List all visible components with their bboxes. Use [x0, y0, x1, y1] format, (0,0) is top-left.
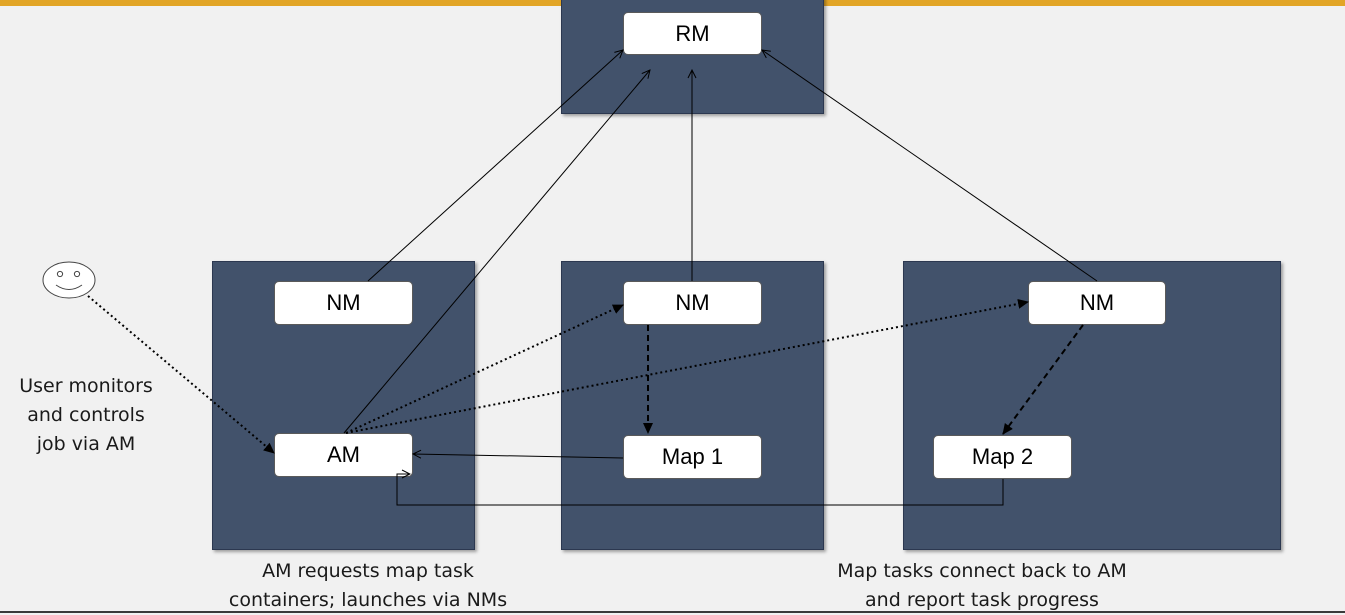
map-tasks-caption: Map tasks connect back to AM and report …: [812, 557, 1152, 615]
nm-box-1: NM: [274, 281, 413, 325]
nm-box-3: NM: [1028, 281, 1166, 325]
user-caption-line-3: job via AM: [36, 433, 136, 455]
map1-box: Map 1: [623, 435, 762, 479]
user-caption-line-1: User monitors: [19, 375, 153, 397]
map-tasks-caption-line-2: and report task progress: [865, 589, 1099, 611]
smiley-face-icon: [42, 261, 96, 299]
user-caption-line-2: and controls: [27, 404, 145, 426]
user-caption: User monitors and controls job via AM: [6, 372, 166, 459]
am-requests-caption-line-1: AM requests map task: [262, 560, 474, 582]
am-box: AM: [274, 433, 413, 477]
map2-box: Map 2: [933, 435, 1072, 479]
map-tasks-caption-line-1: Map tasks connect back to AM: [837, 560, 1127, 582]
nm-box-2: NM: [623, 281, 762, 325]
rm-box: RM: [623, 12, 762, 55]
am-requests-caption: AM requests map task containers; launche…: [208, 557, 528, 615]
am-requests-caption-line-2: containers; launches via NMs: [228, 589, 508, 611]
bottom-divider: [0, 611, 1345, 613]
